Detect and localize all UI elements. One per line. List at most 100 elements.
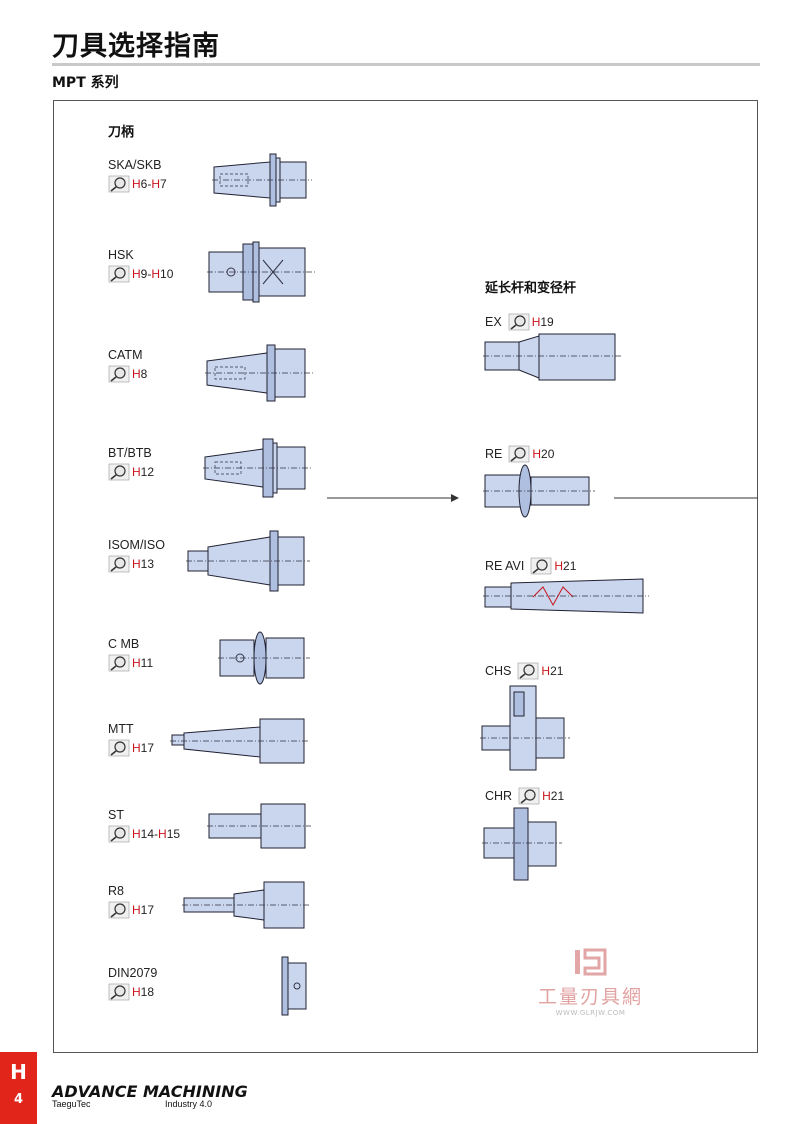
magnifier-icon [108, 265, 130, 283]
ref-a: 17 [140, 903, 155, 917]
shank-name: SKA/SKB [108, 158, 162, 172]
shank-item: ST H14-H15 [108, 808, 180, 843]
ref-a: 21 [550, 788, 565, 803]
page-reference[interactable]: H18 [108, 983, 157, 1001]
bt-btb-holder-image [203, 438, 313, 498]
re-reducer-image [483, 464, 595, 518]
shank-name: ST [108, 808, 124, 822]
page-reference[interactable]: H20 [508, 445, 554, 463]
extension-heading: 延长杆和变径杆 [485, 281, 577, 296]
mtt-holder-image [170, 718, 310, 764]
re-avi-reducer-image [483, 578, 649, 614]
extension-name: CHR [485, 789, 513, 803]
shank-heading: 刀柄 [108, 125, 135, 140]
shank-item: MTT H17 [108, 722, 154, 757]
shank-item: BT/BTB H12 [108, 446, 154, 481]
brand-maker: TaeguTec [52, 1099, 91, 1109]
shank-name: CATM [108, 348, 143, 362]
page-reference[interactable]: H11 [108, 654, 153, 672]
din2079-holder-image [281, 956, 307, 1016]
page-reference[interactable]: H14-H15 [108, 825, 180, 843]
extension-name: CHS [485, 664, 512, 678]
magnifier-icon [108, 463, 130, 481]
extension-name: RE AVI [485, 559, 525, 573]
brand-tagline: Industry 4.0 [164, 1099, 212, 1109]
chapter-tab: H 4 [0, 1052, 37, 1124]
flow-line-right [614, 497, 758, 499]
magnifier-icon [531, 557, 552, 574]
isom-iso-holder-image [186, 530, 310, 592]
magnifier-icon [509, 445, 530, 462]
page-reference[interactable]: H21 [518, 787, 564, 805]
magnifier-icon [108, 555, 130, 573]
magnifier-icon [108, 825, 130, 843]
ref-a: 14 [140, 827, 155, 841]
magnifier-icon [108, 901, 130, 919]
ref-a: 9 [140, 267, 148, 281]
ref-a: 8 [140, 367, 148, 381]
ref-a: 11 [140, 656, 154, 670]
page-reference[interactable]: H9-H10 [108, 265, 173, 283]
extension-item: RE AVI H21 [485, 555, 576, 575]
magnifier-icon [108, 739, 130, 757]
catm-holder-image [205, 344, 315, 402]
r8-holder-image [182, 881, 310, 929]
page-title: 刀具选择指南 [52, 31, 220, 62]
shank-item: HSK H9-H10 [108, 248, 173, 283]
brand-name: ADVANCE MACHINING [52, 1082, 248, 1101]
hsk-holder-image [207, 241, 315, 303]
magnifier-icon [108, 983, 130, 1001]
shank-name: HSK [108, 248, 134, 262]
chr-holder-image [482, 807, 562, 881]
magnifier-icon [508, 313, 529, 330]
st-holder-image [207, 803, 311, 849]
page-reference[interactable]: H13 [108, 555, 165, 573]
page-reference[interactable]: H8 [108, 365, 147, 383]
cmb-holder-image [218, 631, 310, 685]
watermark: 工量刃具網 WWW.GLRJW.COM [538, 948, 643, 1017]
shank-name: R8 [108, 884, 124, 898]
page-reference[interactable]: H21 [530, 557, 576, 575]
title-rule [52, 63, 760, 66]
chapter-letter: H [10, 1060, 27, 1084]
page-reference[interactable]: H12 [108, 463, 154, 481]
extension-name: RE [485, 447, 503, 461]
ref-a: 20 [541, 446, 555, 461]
magnifier-icon [108, 175, 130, 193]
ref-a: 13 [140, 557, 155, 571]
page-reference[interactable]: H19 [508, 313, 554, 331]
shank-name: DIN2079 [108, 966, 158, 980]
magnifier-icon [518, 662, 539, 679]
ex-extension-image [483, 333, 621, 381]
page-number: 4 [13, 1092, 24, 1107]
ref-b: H15 [158, 827, 181, 841]
brand-logo: ADVANCE MACHINING TaeguTec Industry 4.0 [52, 1082, 248, 1109]
shank-name: MTT [108, 722, 134, 736]
ref-a: 12 [140, 465, 155, 479]
page-reference[interactable]: H6-H7 [108, 175, 167, 193]
content-frame [53, 100, 758, 1053]
chs-holder-image [480, 685, 570, 771]
ref-a: 21 [563, 558, 577, 573]
extension-item: CHR H21 [485, 785, 564, 805]
page-reference[interactable]: H21 [517, 662, 563, 680]
shank-name: BT/BTB [108, 446, 152, 460]
series-subtitle: MPT 系列 [52, 75, 119, 91]
extension-item: CHS H21 [485, 660, 563, 680]
watermark-logo-icon [574, 948, 606, 976]
page-reference[interactable]: H17 [108, 901, 154, 919]
flow-arrow-left [327, 494, 459, 502]
ref-a: 6 [140, 177, 148, 191]
magnifier-icon [108, 654, 130, 672]
ref-a: 21 [550, 663, 564, 678]
shank-name: ISOM/ISO [108, 538, 165, 552]
shank-item: SKA/SKB H6-H7 [108, 158, 167, 193]
page-reference[interactable]: H17 [108, 739, 154, 757]
extension-item: RE H20 [485, 443, 554, 463]
magnifier-icon [518, 787, 540, 804]
shank-item: CATM H8 [108, 348, 147, 383]
ref-a: 18 [140, 985, 155, 999]
ref-b: H10 [151, 267, 174, 281]
ref-b: H7 [151, 177, 167, 191]
